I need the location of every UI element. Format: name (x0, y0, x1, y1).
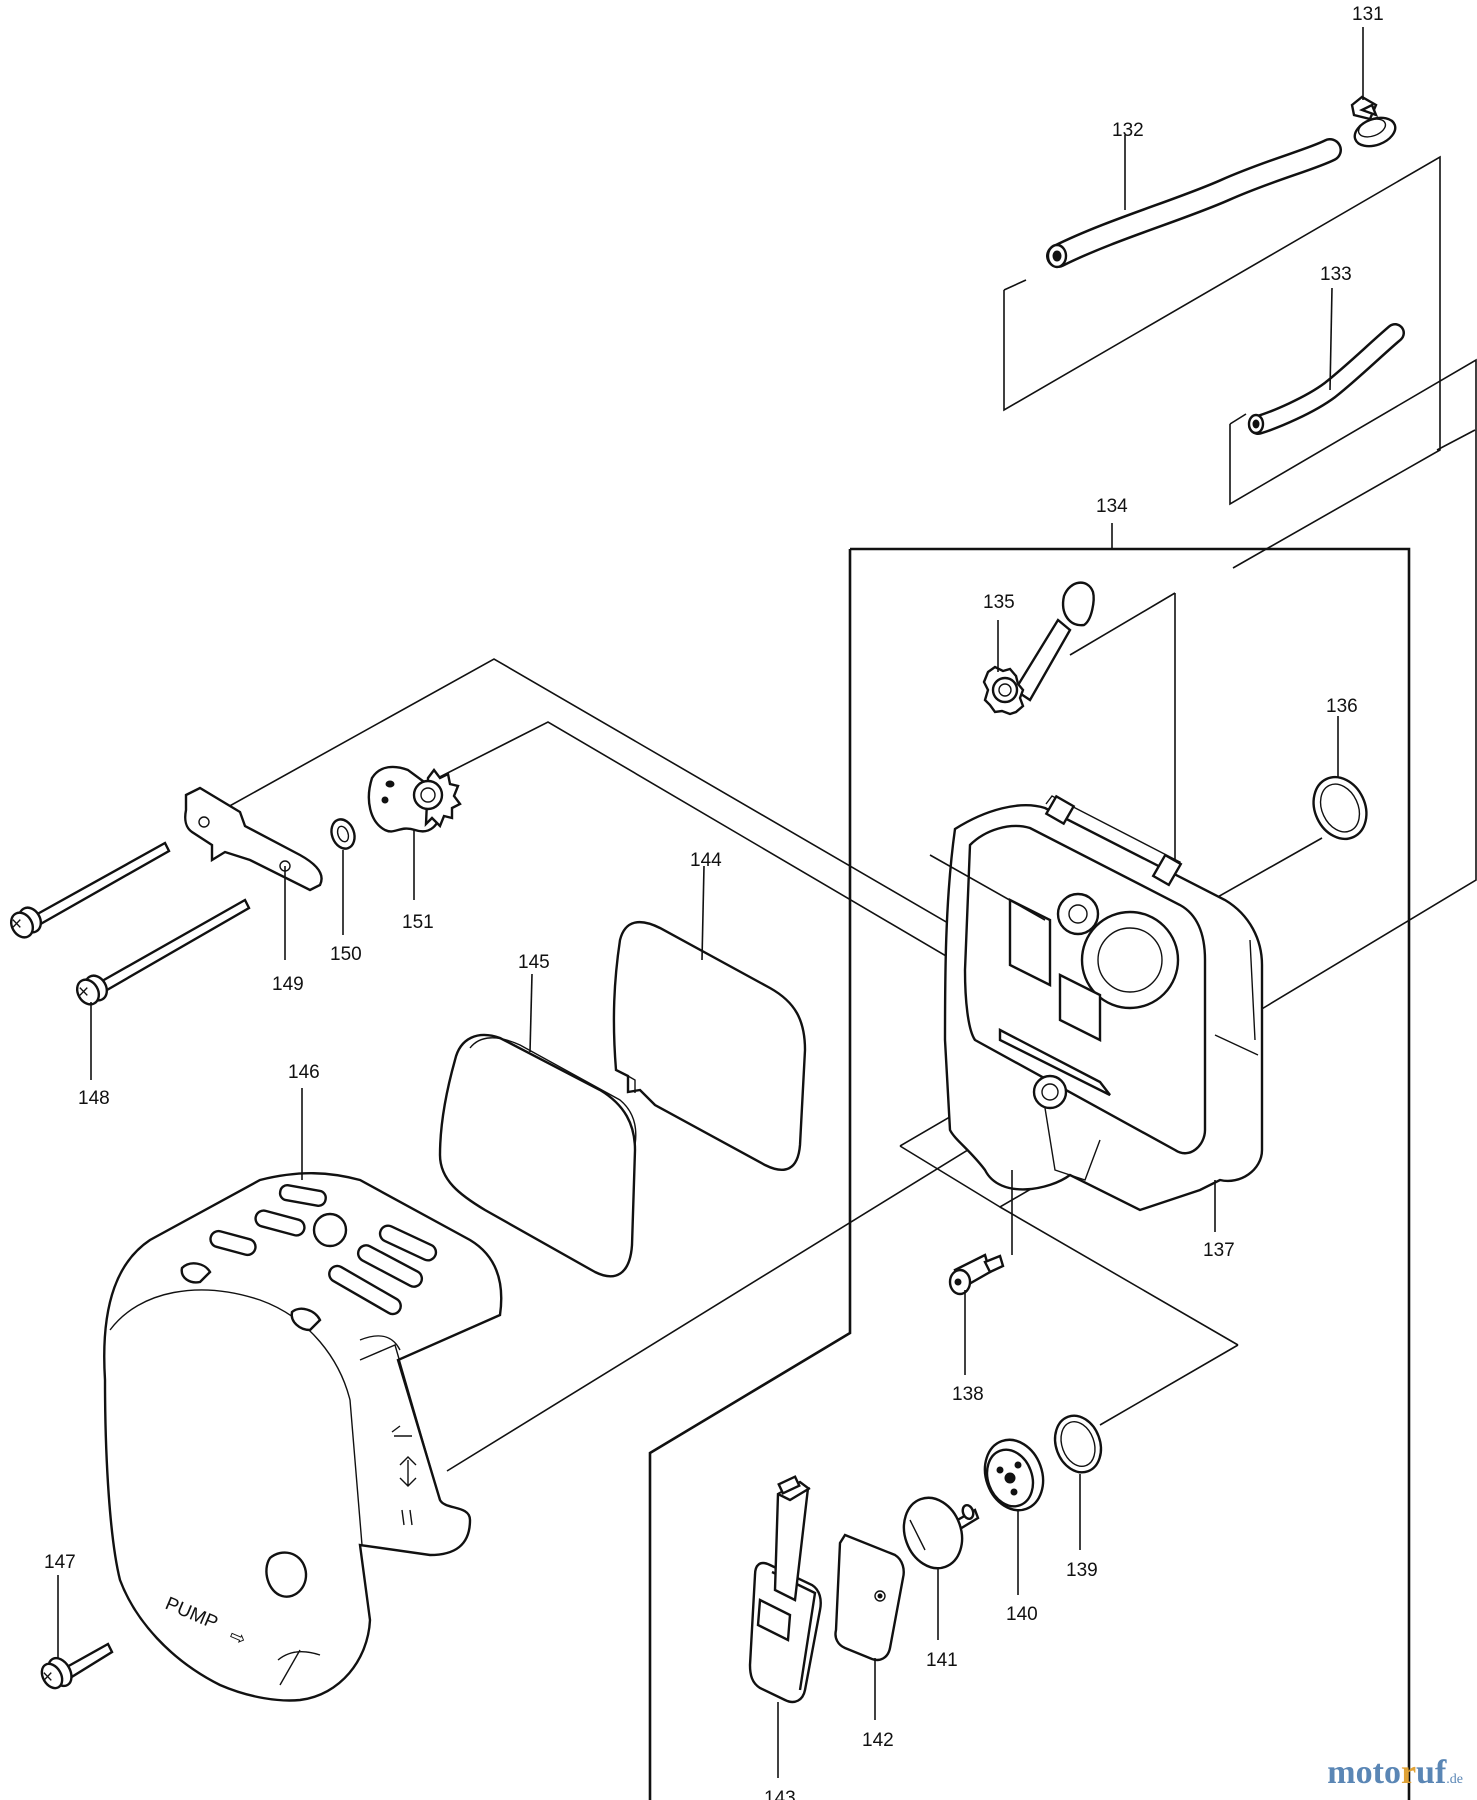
callout-142: 142 (862, 1730, 894, 1751)
callout-131: 131 (1352, 4, 1384, 25)
callout-149: 149 (272, 974, 304, 995)
hose-clamp-131 (1350, 95, 1397, 148)
callout-144: 144 (690, 850, 722, 871)
bolt-148: × (75, 898, 251, 1006)
choke-shutter-141 (902, 1496, 980, 1570)
callout-147: 147 (44, 1552, 76, 1573)
callout-133: 133 (1320, 264, 1352, 285)
hose-133 (1247, 323, 1405, 435)
screw-138 (948, 1170, 1013, 1296)
filter-144 (612, 920, 807, 1171)
air-cleaner-case-137 (929, 794, 1264, 1212)
washer-150 (330, 818, 356, 935)
callout-136: 136 (1326, 696, 1358, 717)
plate-142 (834, 1533, 905, 1662)
callout-132: 132 (1112, 120, 1144, 141)
callout-151: 151 (402, 912, 434, 933)
o-ring-136 (1199, 775, 1368, 908)
watermark-logo: motoruf.de (1327, 1754, 1463, 1792)
callout-137: 137 (1203, 1240, 1235, 1261)
callout-labels: 131 132 133 134 135 136 137 138 139 140 … (44, 4, 1384, 1800)
callout-143: 143 (764, 1788, 796, 1800)
callout-135: 135 (983, 592, 1015, 613)
cover-pump-arrow: ⇨ (226, 1625, 249, 1651)
callout-134: 134 (1096, 496, 1128, 517)
choke-lever-135 (982, 581, 1095, 716)
svg-text:×: × (11, 914, 22, 935)
watermark-part-2: r (1400, 1754, 1417, 1791)
callout-140: 140 (1006, 1604, 1038, 1625)
callout-138: 138 (952, 1384, 984, 1405)
callout-139: 139 (1066, 1560, 1098, 1581)
disc-140 (983, 1438, 1045, 1512)
svg-text:×: × (42, 1667, 53, 1688)
choke-lever-151 (367, 765, 462, 900)
callout-150: 150 (330, 944, 362, 965)
callout-141: 141 (926, 1650, 958, 1671)
watermark-part-1: moto (1327, 1754, 1401, 1791)
assembly-box-134 (648, 523, 1411, 1800)
fuel-hose-132 (1046, 138, 1342, 269)
screw-147: × (40, 1642, 114, 1690)
hose-guide-lines (1003, 155, 1477, 1011)
choke-position-icons (391, 1425, 417, 1526)
bracket-149: × (9, 786, 323, 960)
watermark-suffix: .de (1446, 1772, 1463, 1787)
callout-148: 148 (78, 1088, 110, 1109)
svg-text:×: × (78, 982, 89, 1003)
choke-knob-143 (748, 1475, 822, 1704)
sponge-145 (438, 1033, 637, 1278)
air-cleaner-cover-146: PUMP ⇨ (103, 1172, 503, 1702)
callout-146: 146 (288, 1062, 320, 1083)
leader-lines (57, 27, 1364, 1778)
o-ring-139 (1053, 1414, 1103, 1474)
callout-145: 145 (518, 952, 550, 973)
watermark-part-3: uf (1416, 1754, 1447, 1791)
